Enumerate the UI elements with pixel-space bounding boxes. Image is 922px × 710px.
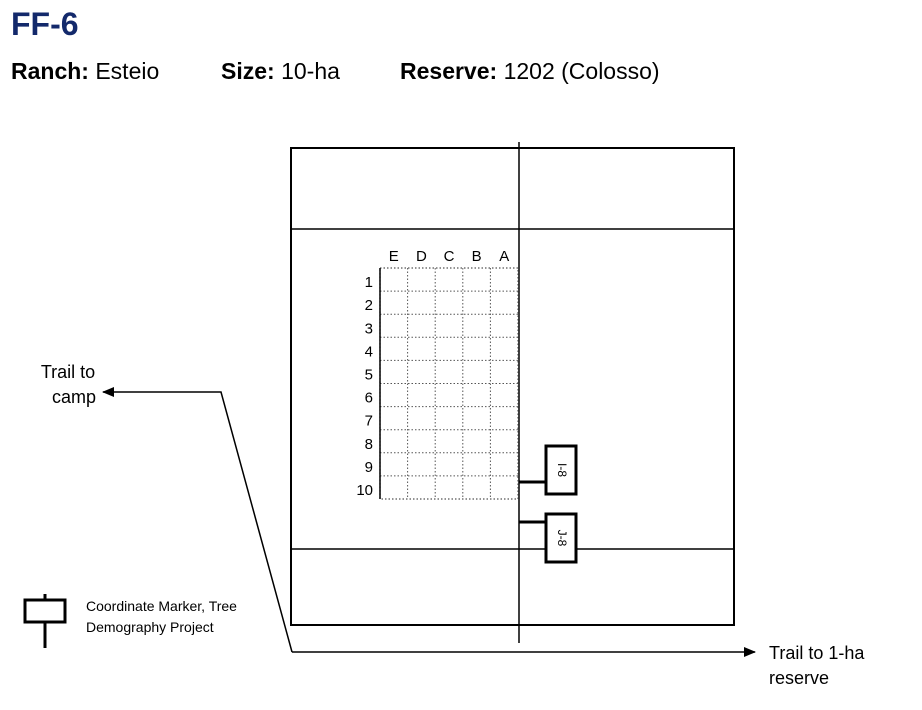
- grid-col-label: B: [472, 248, 482, 265]
- coordinate-marker-icon: [23, 594, 67, 648]
- marker-layer: I-8J-8: [519, 444, 578, 564]
- trail-camp-label-line1: Trail to: [41, 362, 95, 382]
- ranch-field: Ranch: Esteio: [11, 58, 159, 85]
- grid-row-label: 9: [365, 459, 373, 476]
- coordinate-marker-i-8: I-8: [519, 444, 578, 496]
- grid-col-label: E: [389, 248, 399, 265]
- grid-row-label: 4: [365, 343, 373, 360]
- grid-col-label: A: [499, 248, 509, 265]
- reserve-value: 1202 (Colosso): [503, 58, 660, 84]
- grid-row-label: 3: [365, 320, 373, 337]
- page-title: FF-6: [11, 6, 79, 42]
- grid-row-label: 7: [365, 413, 373, 430]
- legend-text-line1: Coordinate Marker, Tree: [86, 598, 237, 614]
- grid-row-label: 5: [365, 367, 373, 384]
- ranch-value: Esteio: [95, 58, 160, 84]
- size-field: Size: 10-ha: [221, 58, 340, 85]
- trail-reserve-label-line2: reserve: [769, 668, 829, 688]
- grid-row-label: 10: [356, 482, 373, 499]
- size-label: Size:: [221, 58, 275, 84]
- grid-col-label: C: [444, 248, 455, 265]
- grid-row-label: 8: [365, 436, 373, 453]
- reserve-boundary: [290, 147, 735, 626]
- grid-row-label: 1: [365, 274, 373, 291]
- trail-camp-label-line2: camp: [52, 387, 96, 407]
- ranch-label: Ranch:: [11, 58, 89, 84]
- coordinate-marker-j-8: J-8: [519, 512, 578, 564]
- trail-to-camp-path: [102, 387, 293, 653]
- grid-row-label: 2: [365, 297, 373, 314]
- reserve-label: Reserve:: [400, 58, 498, 84]
- grid-row-label: 6: [365, 390, 373, 407]
- legend-text-line2: Demography Project: [86, 619, 214, 635]
- size-value: 10-ha: [281, 58, 340, 84]
- marker-code-label: J-8: [555, 530, 569, 547]
- marker-code-label: I-8: [555, 463, 569, 477]
- trail-reserve-label-line1: Trail to 1-ha: [769, 643, 865, 663]
- grid-outline: [379, 267, 519, 500]
- grid-col-label: D: [416, 248, 427, 265]
- reserve-field: Reserve: 1202 (Colosso): [400, 58, 660, 85]
